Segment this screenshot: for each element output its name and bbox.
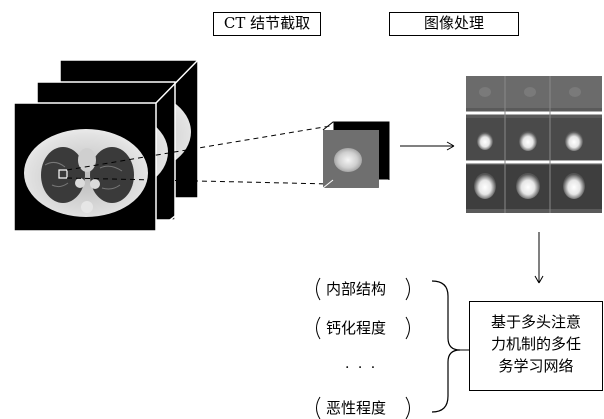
multitask-network-box: 基于多头注意 力机制的多任 务学习网络 <box>469 301 603 391</box>
attribute-malignancy: 恶性程度 <box>326 399 387 417</box>
attribute-ellipsis: · · · <box>345 360 378 376</box>
attribute-calcification: 钙化程度 <box>326 319 387 337</box>
extracted-nodule-cube <box>322 121 390 189</box>
attribute-internal-structure: 内部结构 <box>326 280 387 298</box>
network-line-2: 力机制的多任 <box>490 335 581 353</box>
network-line-1: 基于多头注意 <box>490 313 581 331</box>
arrow-to-network <box>534 232 544 284</box>
task-brace <box>431 280 461 413</box>
image-processing-label: 图像处理 <box>389 12 519 36</box>
processed-image-grid <box>466 76 602 213</box>
nodule-roi-marker <box>58 169 68 179</box>
projection-line-bottom <box>66 177 331 185</box>
arrow-to-grid <box>400 141 455 151</box>
ct-slice-stack <box>13 59 199 232</box>
nodule-extraction-label: CT 结节截取 <box>213 12 321 36</box>
network-line-3: 务学习网络 <box>498 357 574 375</box>
attribute-parens <box>316 277 410 419</box>
